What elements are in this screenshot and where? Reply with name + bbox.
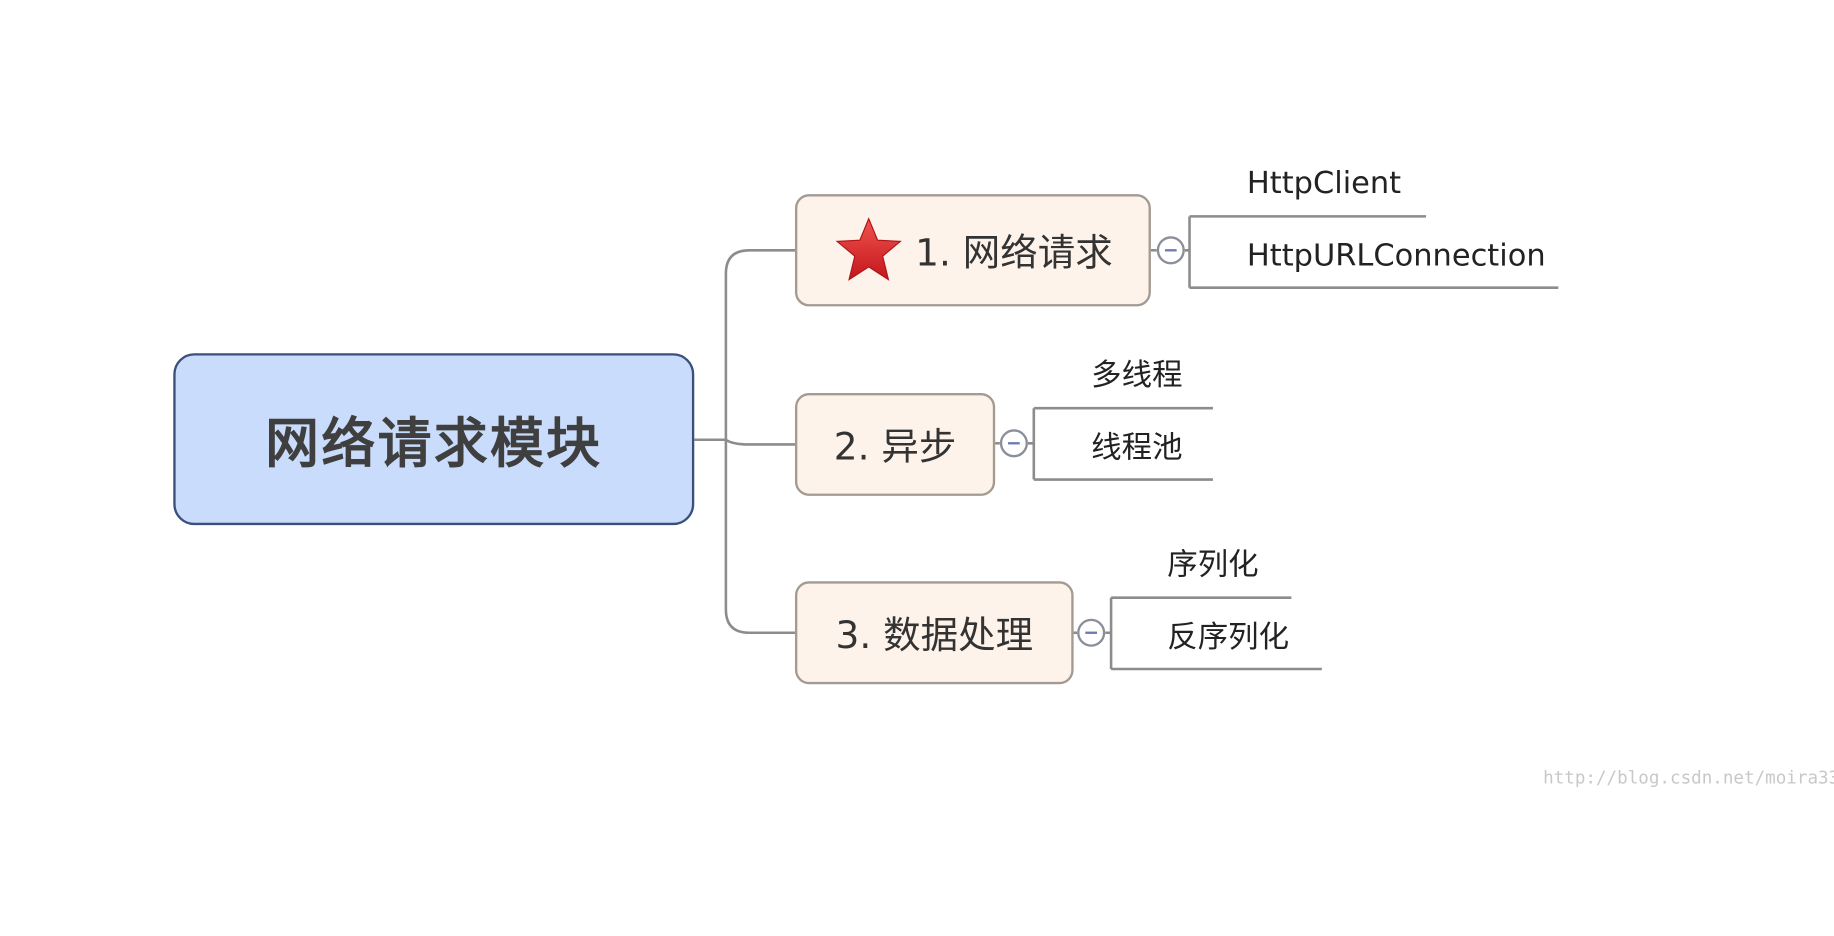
subtopic-httpclient[interactable]: HttpClient — [1246, 166, 1402, 202]
branch-2-bracket — [1027, 408, 1036, 480]
subtopic-multithreading[interactable]: 多线程 — [1091, 357, 1183, 393]
branch-3-bracket — [1105, 597, 1113, 670]
subtopic-serialization[interactable]: 序列化 — [1167, 547, 1259, 583]
root-topic-label: 网络请求模块 — [265, 411, 603, 475]
minus-icon — [1164, 249, 1177, 252]
subtopic-httpurlconnection[interactable]: HttpURLConnection — [1246, 238, 1546, 274]
collapse-toggle-branch-3[interactable] — [1077, 618, 1106, 647]
branch-3-connector — [724, 439, 795, 635]
branch-topic-label: 2. 异步 — [833, 424, 957, 470]
collapse-toggle-branch-1[interactable] — [1156, 236, 1185, 265]
subtopic-deserialization[interactable]: 反序列化 — [1167, 619, 1290, 655]
branch-1-bracket — [1184, 216, 1191, 288]
branch-topic-label: 3. 数据处理 — [835, 612, 1034, 658]
branch-topic-data-processing[interactable]: 3. 数据处理 — [794, 581, 1074, 685]
branch-2-connector — [725, 438, 795, 446]
minus-icon — [1008, 442, 1020, 445]
connector-lines — [694, 215, 1559, 671]
watermark-text: http://blog.csdn.net/moira33 — [1543, 767, 1834, 789]
star-icon — [835, 217, 902, 281]
branch-topic-label: 1. 网络请求 — [915, 230, 1113, 275]
branch-1-connector — [724, 249, 795, 440]
root-topic[interactable]: 网络请求模块 — [173, 353, 695, 526]
branch-topic-network-request[interactable]: 1. 网络请求 — [794, 194, 1151, 307]
collapse-toggle-branch-2[interactable] — [999, 429, 1028, 458]
subtopic-thread-pool[interactable]: 线程池 — [1091, 430, 1183, 466]
branch-topic-async[interactable]: 2. 异步 — [794, 392, 996, 496]
minus-icon — [1085, 631, 1098, 634]
